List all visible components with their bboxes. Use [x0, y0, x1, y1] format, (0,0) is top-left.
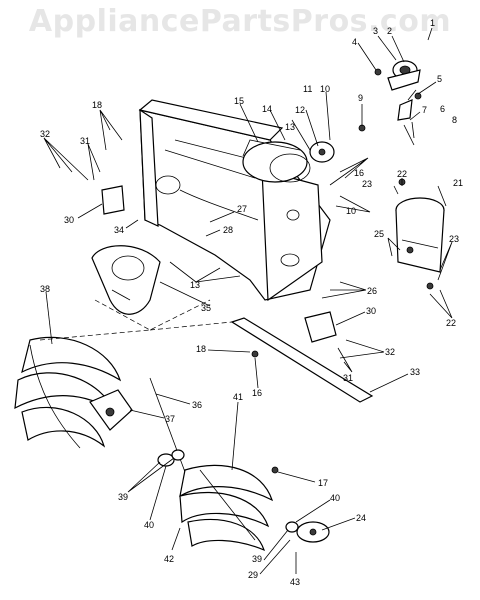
auger-left: [14, 336, 122, 449]
callout-43: 43: [290, 577, 300, 587]
callout-18: 18: [92, 100, 102, 110]
callout-24: 24: [356, 513, 366, 523]
callout-41: 41: [233, 392, 243, 402]
phantom-lines: [39, 299, 233, 341]
gearbox-shaft: [89, 377, 186, 473]
callout-38: 38: [40, 284, 50, 294]
callout-39b: 39: [252, 554, 262, 564]
callout-26: 26: [367, 286, 377, 296]
callout-4: 4: [352, 37, 357, 47]
callout-2: 2: [387, 26, 392, 36]
callout-32: 32: [40, 129, 50, 139]
callout-31b: 31: [343, 373, 353, 383]
callout-23b: 23: [449, 234, 459, 244]
callout-labels: 1 2 3 4 5 6 7 8 9 10 11 12 13 14 15 16 1…: [40, 18, 463, 587]
callout-27: 27: [237, 204, 247, 214]
callout-9: 9: [358, 93, 363, 103]
callout-23: 23: [362, 179, 372, 189]
callout-31: 31: [80, 136, 90, 146]
chute-base: [395, 178, 445, 290]
leader-lines: [43, 27, 453, 575]
callout-11: 11: [303, 84, 312, 94]
bearing-flange: [271, 466, 330, 543]
callout-10b: 10: [346, 206, 356, 216]
callout-29: 29: [248, 570, 258, 580]
pulley-assembly: [309, 60, 422, 163]
callout-16: 16: [354, 168, 364, 178]
callout-22: 22: [397, 169, 407, 179]
callout-7: 7: [422, 105, 427, 115]
callout-16b: 16: [252, 388, 262, 398]
callout-30b: 30: [366, 306, 376, 316]
callout-40: 40: [144, 520, 154, 530]
callout-14: 14: [262, 104, 272, 114]
scraper-bar: [230, 317, 374, 403]
callout-32b: 32: [385, 347, 395, 357]
callout-36: 36: [192, 400, 202, 410]
callout-35: 35: [201, 303, 211, 313]
auger-right: [179, 464, 274, 552]
callout-1: 1: [430, 18, 435, 28]
callout-13: 13: [285, 122, 295, 132]
callout-8: 8: [452, 115, 457, 125]
skid-shoes: [101, 185, 337, 343]
callout-6: 6: [440, 104, 445, 114]
callout-18b: 18: [196, 344, 206, 354]
callout-33: 33: [410, 367, 420, 377]
callout-28: 28: [223, 225, 233, 235]
callout-37: 37: [165, 414, 175, 424]
callout-15: 15: [234, 96, 244, 106]
callout-12: 12: [295, 105, 305, 115]
callout-21: 21: [453, 178, 463, 188]
callout-22b: 22: [446, 318, 456, 328]
callout-30: 30: [64, 215, 74, 225]
callout-39: 39: [118, 492, 128, 502]
callout-34: 34: [114, 225, 124, 235]
callout-3: 3: [373, 26, 378, 36]
callout-25: 25: [374, 229, 384, 239]
callout-17: 17: [318, 478, 328, 488]
side-shield-left: [91, 245, 161, 315]
callout-42: 42: [164, 554, 174, 564]
auger-housing: [138, 99, 331, 302]
callout-5: 5: [437, 74, 442, 84]
callout-13b: 13: [190, 280, 200, 290]
callout-10: 10: [320, 84, 330, 94]
watermark: AppliancePartsPros.com: [28, 4, 452, 39]
callout-40b: 40: [330, 493, 340, 503]
